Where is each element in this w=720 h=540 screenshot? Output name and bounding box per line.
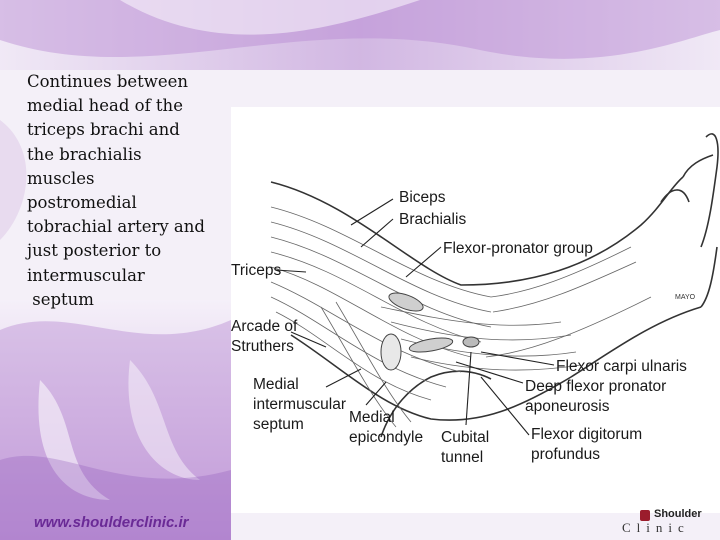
body-line: postromedial — [27, 193, 137, 213]
figure-labels: Biceps Brachialis Flexor-pronator group … — [231, 189, 696, 466]
label-profundus: profundus — [531, 446, 600, 463]
mayo-signature: MAYO — [675, 294, 696, 301]
label-septum: septum — [253, 416, 304, 433]
label-flexor-carpi-ulnaris: Flexor carpi ulnaris — [556, 358, 687, 375]
body-line: septum — [27, 289, 94, 309]
cubital-structures — [380, 292, 480, 371]
label-arcade-of: Arcade of — [231, 318, 298, 335]
logo-mark-icon — [640, 510, 650, 521]
logo-word-clinic: Clinic — [622, 520, 690, 535]
label-deep-flexor-pronator: Deep flexor pronator — [525, 378, 666, 395]
label-flexor-digitorum: Flexor digitorum — [531, 426, 642, 443]
label-tunnel: tunnel — [441, 449, 483, 466]
body-line: tobrachial artery and — [27, 217, 205, 237]
shoulder-clinic-logo: Shoulder Clinic — [612, 508, 716, 538]
body-line: triceps brachi and — [27, 120, 180, 140]
label-epicondyle-medial: Medial — [349, 409, 395, 426]
label-biceps: Biceps — [399, 189, 446, 206]
elbow-anatomy-figure: Biceps Brachialis Flexor-pronator group … — [231, 107, 720, 513]
elbow-anatomy-illustration: Biceps Brachialis Flexor-pronator group … — [231, 133, 719, 466]
body-line: the brachialis — [27, 144, 142, 164]
footer-website-url: www.shoulderclinic.ir — [34, 514, 189, 531]
slide-body-text: Continues between medial head of the tri… — [27, 70, 222, 312]
body-line: just posterior to — [27, 241, 162, 261]
body-line: Continues between — [27, 72, 189, 91]
label-aponeurosis: aponeurosis — [525, 398, 610, 415]
logo-word-shoulder: Shoulder — [654, 508, 702, 520]
body-line: intermuscular — [27, 265, 145, 285]
body-line: muscles — [27, 168, 95, 188]
leader-lines — [275, 198, 555, 436]
label-intermuscular: intermuscular — [253, 396, 346, 413]
body-line: medial head of the — [27, 96, 183, 116]
label-medial: Medial — [253, 376, 299, 393]
label-flexor-pronator-group: Flexor-pronator group — [443, 240, 593, 257]
label-struthers: Struthers — [231, 338, 294, 355]
label-epicondyle: epicondyle — [349, 429, 423, 446]
label-triceps: Triceps — [231, 262, 281, 279]
arm-outline — [270, 133, 719, 438]
label-brachialis: Brachialis — [399, 211, 466, 228]
label-cubital: Cubital — [441, 429, 489, 446]
